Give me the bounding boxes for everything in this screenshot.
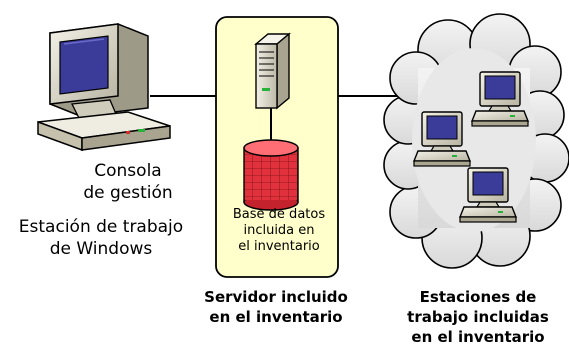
workstation-icon [413, 111, 471, 167]
database-icon [243, 139, 299, 211]
desktop-computer-icon [37, 23, 171, 152]
server-tower-icon [254, 32, 291, 110]
cloud-icon [383, 13, 569, 269]
workstation-icon [471, 71, 529, 127]
workstation-icon [459, 167, 517, 223]
